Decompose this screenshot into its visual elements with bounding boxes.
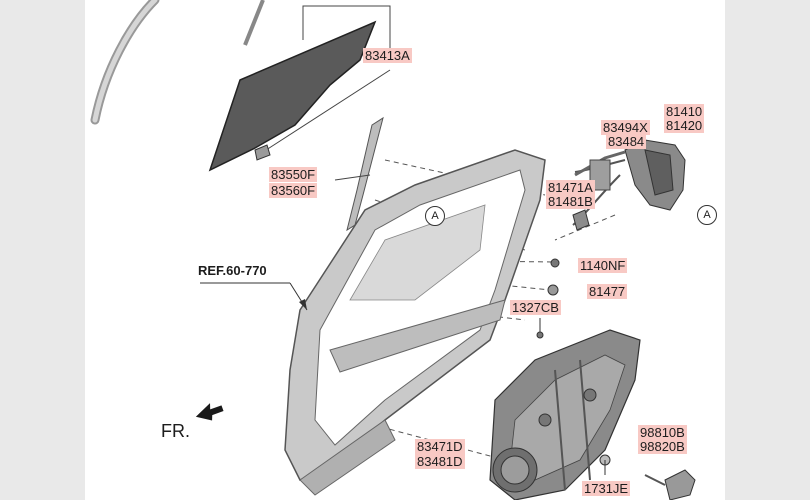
parts-illustration xyxy=(90,0,696,500)
label-1327cb: 1327CB xyxy=(510,300,561,315)
label-81481b: 81481B xyxy=(546,194,595,209)
marker-a-latch: A xyxy=(697,205,717,225)
fr-arrow xyxy=(195,403,224,421)
glass-clip xyxy=(254,144,271,161)
label-83471d: 83471D xyxy=(415,439,465,454)
label-98820b: 98820B xyxy=(638,439,687,454)
lock-rod xyxy=(574,150,626,177)
label-83494x: 83494X xyxy=(601,120,650,135)
label-83413a: 83413A xyxy=(363,48,412,63)
label-81471a: 81471A xyxy=(546,180,595,195)
door-glass xyxy=(208,20,377,172)
door-beam xyxy=(329,299,506,373)
lock-cable-housing xyxy=(589,159,611,191)
clip-1327cb xyxy=(536,331,544,339)
parts-diagram-sheet: 83413A 83550F 83560F 83494X 83484 81410 … xyxy=(85,0,725,500)
label-1140nf: 1140NF xyxy=(578,258,628,273)
marker-a-door: A xyxy=(425,206,445,226)
label-98810b: 98810B xyxy=(638,425,687,440)
screw-81477 xyxy=(547,284,559,296)
label-81420: 81420 xyxy=(664,118,705,133)
belt-strip xyxy=(243,0,265,46)
label-83481d: 83481D xyxy=(415,454,465,469)
label-83484: 83484 xyxy=(606,134,647,149)
run-channel-strip xyxy=(90,0,160,125)
bolt-1140nf xyxy=(550,258,560,268)
label-83550f: 83550F xyxy=(269,167,318,182)
fr-label: FR. xyxy=(161,421,190,441)
label-81410: 81410 xyxy=(664,104,705,119)
label-83560f: 83560F xyxy=(269,183,318,198)
ref-label: REF.60-770 xyxy=(198,263,267,278)
label-81477: 81477 xyxy=(587,284,628,299)
harness-connector xyxy=(664,469,696,500)
inside-handle xyxy=(572,209,590,231)
label-1731je: 1731JE xyxy=(582,481,631,496)
